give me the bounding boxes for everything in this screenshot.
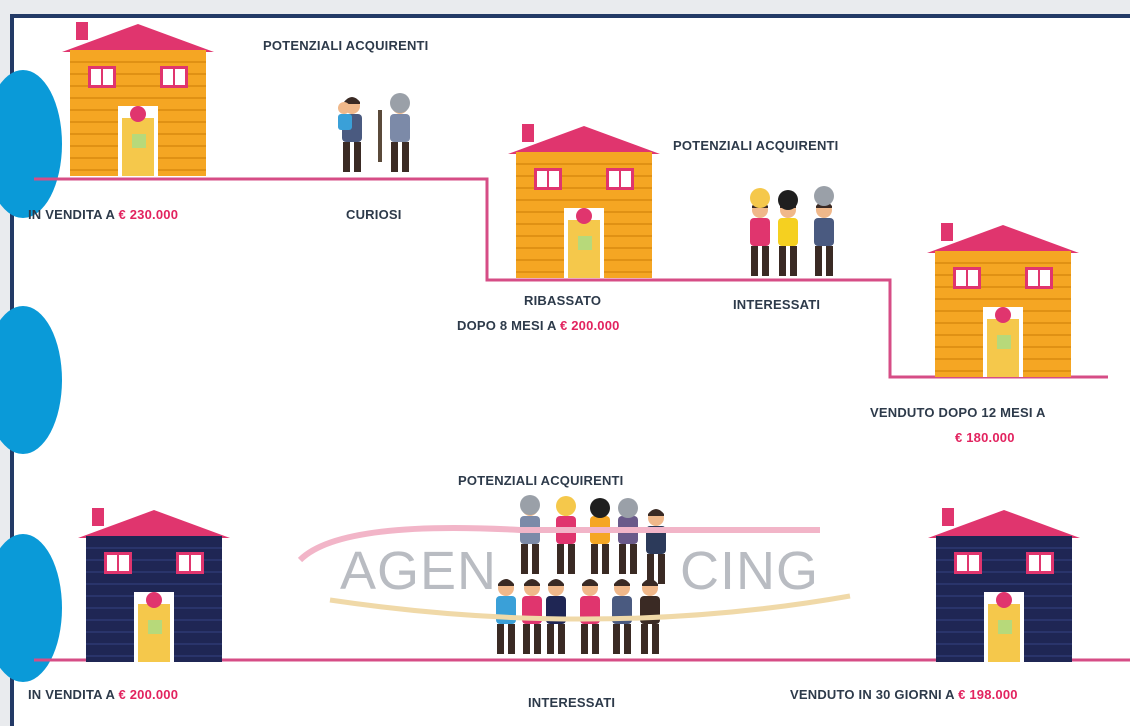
- buyers-title-2: POTENZIALI ACQUIRENTI: [673, 138, 839, 153]
- house-3-label: VENDUTO DOPO 12 MESI A: [870, 405, 1046, 420]
- side-circle-1: [0, 70, 62, 218]
- house-yellow-3: [926, 222, 1080, 378]
- buyers-label-interessati-top: INTERESSATI: [733, 297, 821, 312]
- buyers-group-interessati-top: [750, 186, 834, 276]
- house-bottom-2-label: VENDUTO IN 30 GIORNI A € 198.000: [790, 687, 1018, 702]
- house-navy-2: [927, 507, 1081, 663]
- house-bottom-2-price: € 198.000: [958, 687, 1018, 702]
- house-1-price: € 230.000: [118, 207, 179, 222]
- buyers-title-bottom: POTENZIALI ACQUIRENTI: [458, 473, 624, 488]
- house-bottom-1-label: IN VENDITA A € 200.000: [28, 687, 179, 702]
- watermark-swoosh-top: [297, 525, 820, 563]
- house-bottom-1-price: € 200.000: [118, 687, 179, 702]
- house-yellow-2: [507, 123, 661, 279]
- buyers-crowd-bottom: [496, 495, 666, 654]
- house-2-price: € 200.000: [559, 318, 620, 333]
- top-price-line: [34, 177, 1108, 379]
- house-yellow-1: [61, 21, 215, 177]
- house-2-label-line1: RIBASSATO: [524, 293, 602, 308]
- house-navy-1: [77, 507, 231, 663]
- watermark-swoosh-bottom: [329, 593, 851, 622]
- buyers-title-1: POTENZIALI ACQUIRENTI: [263, 38, 429, 53]
- side-circle-3: [0, 534, 62, 682]
- buyers-label-interessati-bottom: INTERESSATI: [528, 695, 616, 710]
- watermark-text-left: AGEN: [340, 541, 498, 601]
- house-2-label: DOPO 8 MESI A € 200.000: [457, 318, 620, 333]
- house-3-price: € 180.000: [955, 430, 1015, 445]
- buyers-group-curiosi: [338, 93, 410, 172]
- watermark-text-right: CING: [680, 541, 819, 601]
- side-circle-2: [0, 306, 62, 454]
- buyers-label-curiosi: CURIOSI: [346, 207, 402, 222]
- house-1-label: IN VENDITA A € 230.000: [28, 207, 179, 222]
